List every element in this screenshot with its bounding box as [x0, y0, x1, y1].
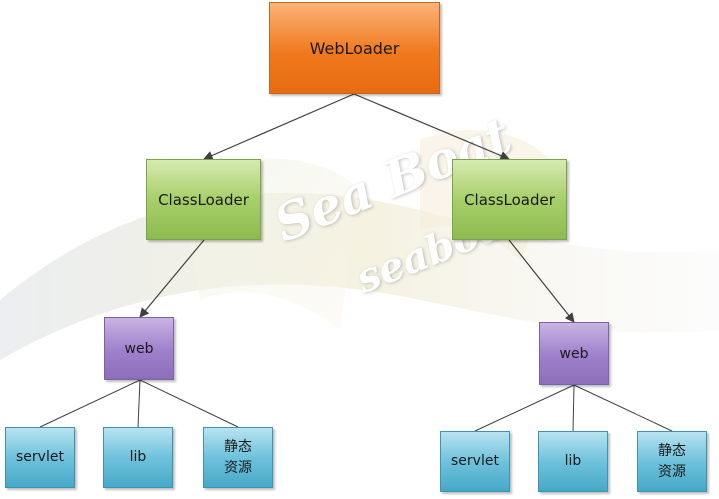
edge-left-web-to-servlet: [39, 379, 141, 428]
edge-right-web-to-servlet: [474, 384, 575, 432]
node-left-static-label-line2: 资源: [224, 459, 252, 476]
edge-left-web-to-lib: [137, 379, 141, 428]
node-right-lib-label: lib: [564, 453, 582, 470]
arrow-left-classloader-to-web: [139, 239, 205, 318]
arrow-root-to-left-classloader: [203, 93, 355, 160]
edge-right-web-to-static: [573, 384, 673, 432]
node-right-classloader: ClassLoader: [452, 159, 567, 240]
node-left-classloader-label: ClassLoader: [158, 190, 249, 209]
node-left-lib: lib: [103, 427, 173, 488]
edge-right-web-to-lib: [572, 384, 575, 432]
edge-left-web-to-static: [139, 379, 239, 428]
node-left-classloader: ClassLoader: [146, 159, 261, 240]
node-right-static-label-line1: 静态: [658, 443, 686, 460]
node-right-web-label: web: [559, 345, 589, 362]
node-right-static-resources: 静态 资源: [637, 431, 707, 492]
node-right-servlet: servlet: [440, 431, 510, 492]
arrow-right-classloader-to-web: [508, 239, 575, 323]
node-left-lib-label: lib: [129, 449, 147, 466]
node-left-servlet-label: servlet: [16, 449, 64, 466]
node-left-web: web: [104, 317, 174, 380]
node-right-web: web: [539, 322, 609, 385]
node-right-classloader-label: ClassLoader: [464, 190, 555, 209]
node-webloader-label: WebLoader: [309, 38, 400, 58]
node-webloader: WebLoader: [269, 2, 440, 94]
node-left-servlet: servlet: [5, 427, 75, 488]
node-left-web-label: web: [124, 340, 154, 357]
node-right-servlet-label: servlet: [451, 453, 499, 470]
node-right-static-label-line2: 资源: [658, 463, 686, 480]
node-left-static-resources: 静态 资源: [203, 427, 273, 488]
arrow-root-to-right-classloader: [353, 93, 510, 161]
node-left-static-label-line1: 静态: [224, 439, 252, 456]
node-right-lib: lib: [538, 431, 608, 492]
